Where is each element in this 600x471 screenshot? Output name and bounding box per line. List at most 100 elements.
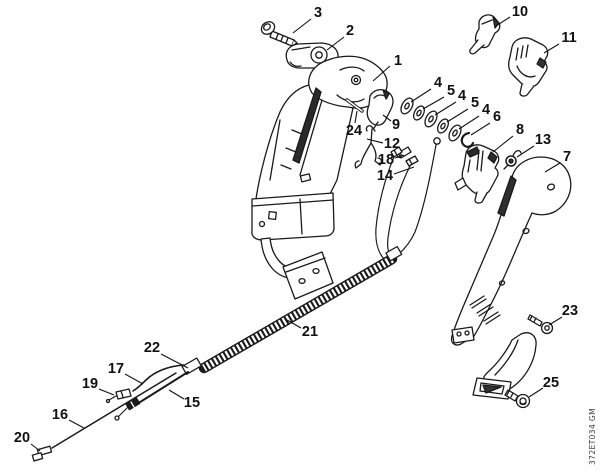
callout-number: 8 (516, 122, 524, 138)
callout-number: 23 (562, 303, 578, 319)
callout-number: 9 (392, 117, 400, 133)
callout-leader-line (458, 115, 480, 130)
callout-21: 21 (286, 319, 318, 340)
callout-number: 19 (82, 376, 98, 392)
part-23-screw-shape (527, 314, 554, 335)
callout-18: 18 (378, 152, 405, 168)
callout-4: 4 (458, 102, 490, 130)
part-19-connector-shape (105, 388, 132, 404)
callout-5: 5 (422, 83, 455, 110)
callout-number: 2 (346, 23, 354, 39)
callout-number: 24 (346, 123, 362, 139)
callout-10: 10 (495, 4, 528, 27)
callout-2: 2 (326, 23, 354, 51)
callout-14: 14 (377, 166, 415, 184)
callout-number: 6 (493, 109, 501, 125)
part-3-screw-shape (260, 21, 298, 47)
callout-1: 1 (372, 53, 402, 82)
callout-leader-line (516, 145, 535, 158)
part-13-spring-shape (503, 149, 522, 170)
callout-4: 4 (434, 88, 466, 116)
callout-11: 11 (543, 30, 577, 54)
callout-leader-line (366, 138, 384, 144)
callout-number: 20 (14, 430, 30, 446)
callout-15: 15 (168, 389, 200, 411)
part-8-trigger-assembly-shape (454, 144, 500, 204)
callout-number: 18 (378, 152, 394, 168)
callout-leader-line (446, 108, 469, 123)
callout-5: 5 (446, 95, 479, 123)
callout-number: 15 (184, 395, 200, 411)
callout-number: 5 (471, 95, 479, 111)
callout-8: 8 (492, 122, 524, 153)
callout-leader-line (543, 43, 560, 54)
drawing-code: 372ET034 GM (588, 408, 597, 465)
callout-9: 9 (382, 114, 400, 133)
callout-number: 12 (384, 136, 400, 152)
part-22-sleeve-shape (181, 357, 202, 375)
callout-number: 10 (512, 4, 528, 20)
callout-4: 4 (410, 75, 442, 103)
callout-number: 3 (314, 5, 322, 21)
callout-leader-line (528, 387, 544, 398)
callout-24: 24 (346, 110, 362, 139)
callout-17: 17 (108, 361, 144, 385)
callout-25: 25 (528, 375, 559, 398)
callout-number: 25 (543, 375, 559, 391)
callout-number: 16 (52, 407, 68, 423)
callout-number: 21 (302, 324, 318, 340)
callout-16: 16 (52, 407, 85, 429)
part-12-spring-clip-shape (354, 125, 383, 169)
callout-20: 20 (14, 430, 41, 452)
callout-12: 12 (366, 136, 400, 152)
part-25-screw-shape (504, 389, 531, 409)
callout-leader-line (410, 88, 432, 103)
callout-leader-line (544, 162, 561, 173)
part-16-cable-shape (51, 372, 177, 449)
callout-number: 4 (482, 102, 490, 118)
callout-leader-line (548, 316, 563, 326)
callout-22: 22 (144, 340, 189, 369)
callout-leader-line (434, 101, 457, 116)
callout-leader-line (326, 36, 345, 51)
callout-leader-line (495, 16, 511, 27)
callout-23: 23 (548, 303, 578, 326)
callout-7: 7 (544, 149, 571, 173)
callout-leader-line (470, 122, 491, 136)
callout-leader-line (372, 65, 391, 82)
callout-number: 13 (535, 132, 551, 148)
part-10-latch-shape (469, 14, 501, 55)
callout-number: 7 (563, 149, 571, 165)
part-11-interlock-shape (508, 37, 549, 97)
callout-number: 4 (434, 75, 442, 91)
part-1-handle-housing-shape (251, 55, 388, 300)
callout-number: 14 (377, 168, 393, 184)
part-6-clip-shape (460, 131, 475, 148)
callout-leader-line (292, 18, 312, 34)
callout-leader-line (382, 114, 392, 122)
callout-leader-line (286, 319, 302, 329)
part-17-wire-shape (132, 364, 185, 392)
callout-leader-line (68, 419, 85, 429)
callout-leader-line (98, 388, 115, 396)
callout-number: 11 (561, 30, 576, 46)
callout-19: 19 (82, 376, 115, 396)
callout-number: 5 (447, 83, 455, 99)
callout-number: 1 (394, 53, 402, 69)
throttle-wire-shape (393, 137, 441, 259)
callout-leader-line (354, 110, 358, 124)
callout-leader-line (124, 373, 144, 385)
callout-number: 4 (458, 88, 466, 104)
part-21-coiled-cable-shape (198, 245, 403, 374)
part-7-handle-half-shape (450, 156, 572, 400)
part-24-pin-shape (345, 98, 364, 113)
callout-leader-line (30, 443, 41, 452)
callout-leader-line (422, 96, 445, 110)
callout-13: 13 (516, 132, 551, 158)
callout-leader-line (160, 353, 189, 369)
part-20-end-fitting-shape (31, 445, 53, 462)
callout-3: 3 (292, 5, 322, 34)
